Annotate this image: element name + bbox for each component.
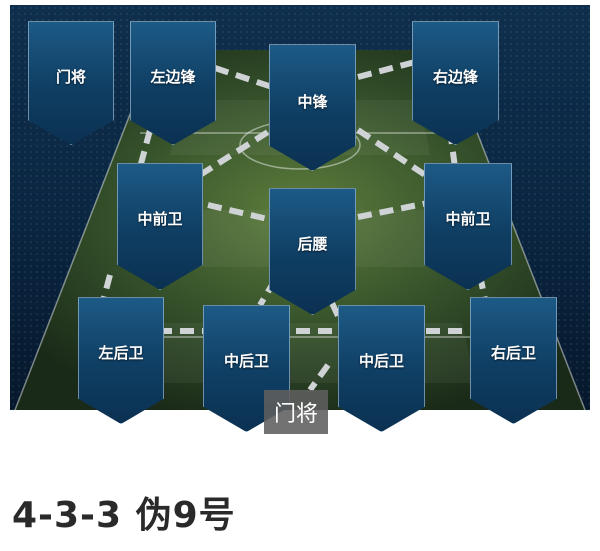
formation-title: 4-3-3 伪9号: [12, 495, 236, 536]
position-label-lcm: 中前卫: [137, 210, 183, 228]
position-card-lcm[interactable]: 中前卫: [117, 163, 203, 290]
position-card-rb[interactable]: 右后卫: [470, 297, 557, 424]
position-label-rcm: 中前卫: [445, 210, 491, 228]
position-label-gk: 门将: [55, 68, 86, 86]
position-card-lb[interactable]: 左后卫: [78, 297, 164, 424]
position-label-lcb: 中后卫: [223, 352, 269, 370]
position-label-dm: 后腰: [297, 235, 328, 253]
position-card-rw[interactable]: 右边锋: [412, 21, 499, 145]
position-label-lb: 左后卫: [98, 344, 144, 362]
position-card-st[interactable]: 中锋: [269, 44, 356, 171]
position-label-rw: 右边锋: [432, 68, 478, 86]
position-label-st: 中锋: [297, 93, 328, 111]
position-card-rcb[interactable]: 中后卫: [338, 305, 425, 432]
position-card-gk[interactable]: 门将: [28, 21, 114, 145]
position-label-rcb: 中后卫: [358, 352, 404, 370]
position-label-rb: 右后卫: [490, 344, 536, 362]
position-card-rcm[interactable]: 中前卫: [424, 163, 512, 290]
position-label-lw: 左边锋: [150, 68, 196, 86]
position-card-lcb[interactable]: 中后卫: [203, 305, 290, 432]
position-card-lw[interactable]: 左边锋: [130, 21, 216, 145]
position-card-dm[interactable]: 后腰: [269, 188, 356, 315]
goalkeeper-tooltip: 门将: [264, 390, 328, 434]
